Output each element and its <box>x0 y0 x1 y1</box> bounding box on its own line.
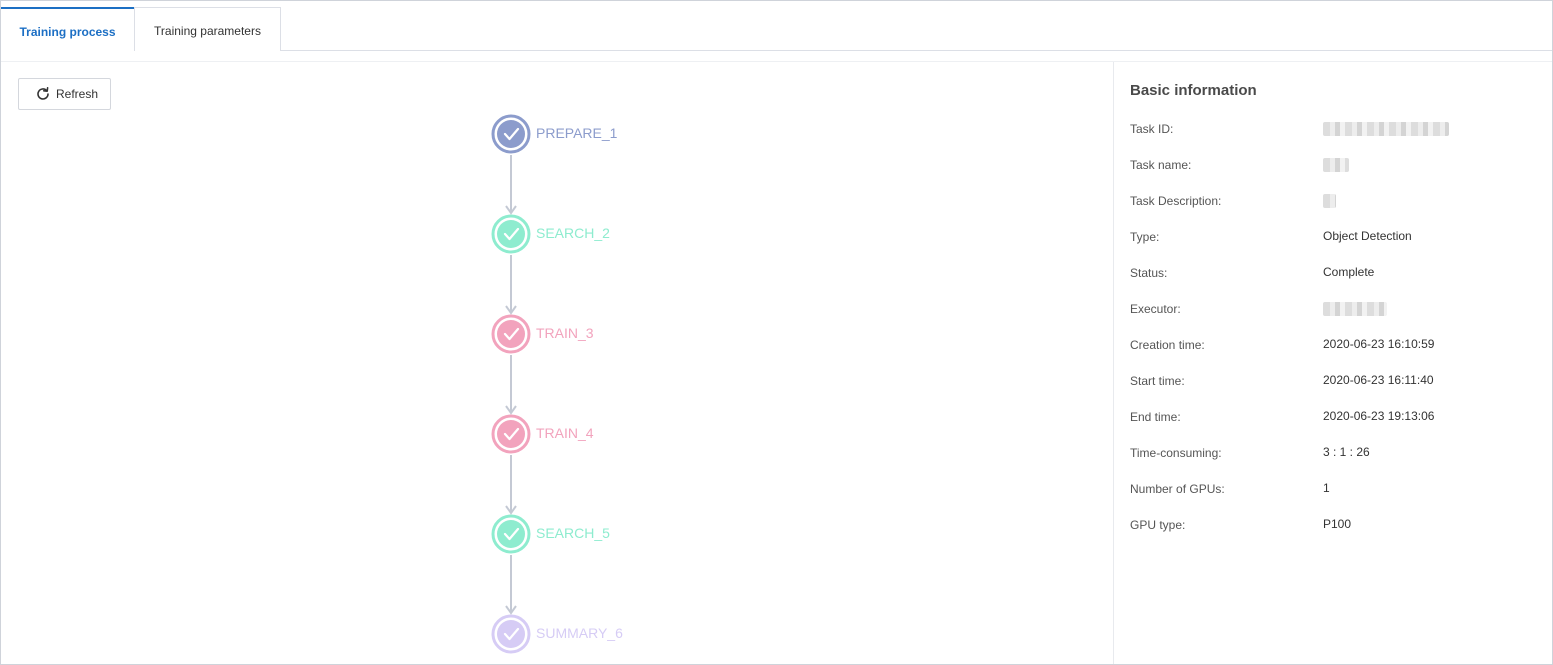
info-key: Task ID: <box>1130 122 1174 136</box>
info-row: Task ID: <box>1130 122 1550 142</box>
flow-node[interactable] <box>491 114 531 154</box>
info-key: Number of GPUs: <box>1130 482 1225 496</box>
refresh-button[interactable]: Refresh <box>18 78 111 110</box>
check-icon <box>503 427 520 441</box>
divider <box>1 61 1552 62</box>
flow-arrow <box>505 205 517 215</box>
refresh-label: Refresh <box>56 87 99 101</box>
info-key: Creation time: <box>1130 338 1205 352</box>
info-row: Time-consuming: 3 : 1 : 26 <box>1130 445 1550 466</box>
redacted-value <box>1323 122 1449 136</box>
redacted-value <box>1323 158 1349 172</box>
check-icon <box>503 327 520 341</box>
info-value: Object Detection <box>1323 229 1412 243</box>
flow-node[interactable] <box>491 614 531 654</box>
tab-training-parameters[interactable]: Training parameters <box>134 7 281 51</box>
redacted-value <box>1323 194 1336 208</box>
info-key: Task Description: <box>1130 194 1222 208</box>
flow-arrow <box>505 505 517 515</box>
tab-bar: Training process Training parameters <box>1 1 1552 52</box>
info-value: 3 : 1 : 26 <box>1323 445 1370 459</box>
info-row: Executor: <box>1130 302 1550 322</box>
redacted-value <box>1323 302 1387 316</box>
info-row: Number of GPUs: 1 <box>1130 481 1550 502</box>
refresh-icon <box>37 87 49 100</box>
panel-title: Basic information <box>1130 82 1257 99</box>
flow-node[interactable] <box>491 414 531 454</box>
flow-node-label[interactable]: TRAIN_4 <box>536 425 594 441</box>
info-value: 2020-06-23 16:11:40 <box>1323 373 1434 387</box>
flow-node-label[interactable]: PREPARE_1 <box>536 125 618 141</box>
flow-arrow <box>505 305 517 315</box>
info-key: End time: <box>1130 410 1181 424</box>
flow-node-label[interactable]: SEARCH_5 <box>536 525 610 541</box>
info-value: Complete <box>1323 265 1375 279</box>
flow-arrow <box>505 605 517 615</box>
flow-node-label[interactable]: TRAIN_3 <box>536 325 594 341</box>
info-row: Type: Object Detection <box>1130 229 1550 250</box>
info-value: 2020-06-23 16:10:59 <box>1323 337 1435 351</box>
basic-info-panel: Basic information Task ID: Task name: Task… <box>1113 62 1552 664</box>
flow-node[interactable] <box>491 214 531 254</box>
info-key: Task name: <box>1130 158 1192 172</box>
check-icon <box>503 527 520 541</box>
info-value: 1 <box>1323 481 1330 495</box>
info-row: Status: Complete <box>1130 265 1550 286</box>
flow-node[interactable] <box>491 514 531 554</box>
info-row: Start time: 2020-06-23 16:11:40 <box>1130 373 1550 394</box>
flow-node-label[interactable]: SUMMARY_6 <box>536 625 623 641</box>
info-key: Status: <box>1130 266 1168 280</box>
flow-graph <box>491 114 531 654</box>
flow-arrow <box>505 405 517 415</box>
info-row: Task Description: <box>1130 194 1550 214</box>
info-value: 2020-06-23 19:13:06 <box>1323 409 1435 423</box>
info-key: Type: <box>1130 230 1160 244</box>
info-row: Task name: <box>1130 158 1550 178</box>
flow-node-label[interactable]: SEARCH_2 <box>536 225 610 241</box>
info-key: GPU type: <box>1130 518 1186 532</box>
check-icon <box>503 227 520 241</box>
info-key: Executor: <box>1130 302 1181 316</box>
check-icon <box>503 627 520 641</box>
info-row: End time: 2020-06-23 19:13:06 <box>1130 409 1550 430</box>
tab-training-process[interactable]: Training process <box>1 7 134 52</box>
check-icon <box>503 127 520 141</box>
info-row: GPU type: P100 <box>1130 517 1550 538</box>
info-row: Creation time: 2020-06-23 16:10:59 <box>1130 337 1550 358</box>
info-value: P100 <box>1323 517 1352 531</box>
info-key: Time-consuming: <box>1130 446 1222 460</box>
info-key: Start time: <box>1130 374 1185 388</box>
flow-node[interactable] <box>491 314 531 354</box>
